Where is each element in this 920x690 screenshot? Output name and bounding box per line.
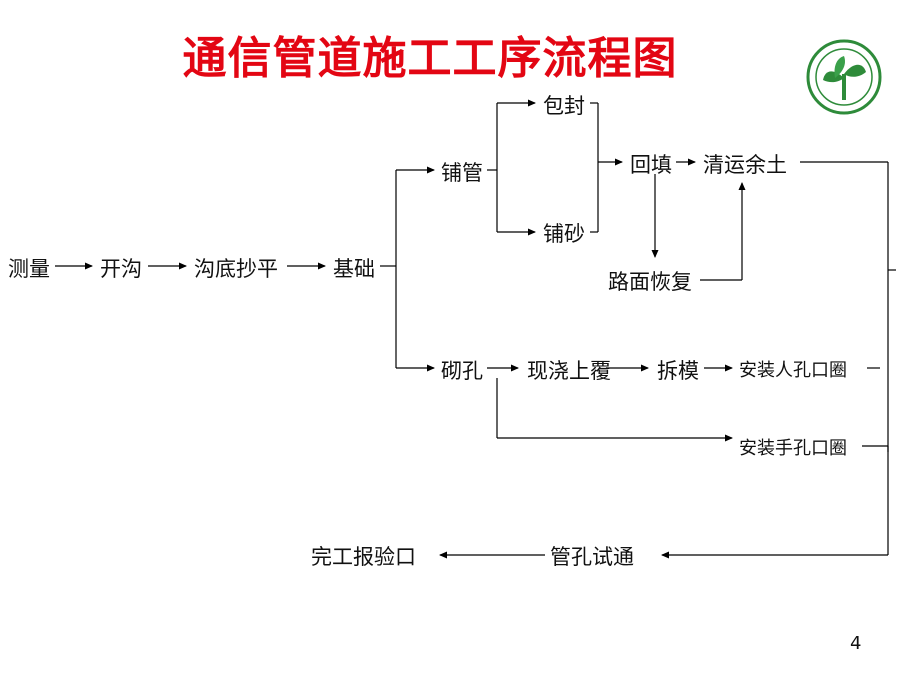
node-pusha: 铺砂 (543, 222, 585, 246)
sprout-logo-icon (806, 39, 882, 115)
node-celiang: 测量 (8, 257, 50, 281)
slide-title: 通信管道施工工序流程图 (182, 33, 678, 84)
node-qikong: 砌孔 (441, 359, 483, 383)
node-wangong: 完工报验口 (311, 545, 416, 569)
page-number: 4 (850, 633, 862, 654)
node-shitong: 管孔试通 (550, 545, 634, 569)
node-goudi: 沟底抄平 (194, 257, 278, 281)
node-lumian: 路面恢复 (608, 270, 692, 294)
node-jichu: 基础 (333, 257, 375, 281)
node-shoukong: 安装手孔口圈 (739, 438, 847, 459)
node-renkong: 安装人孔口圈 (739, 360, 847, 381)
node-qingyun: 清运余土 (703, 153, 787, 177)
node-huitian: 回填 (630, 153, 672, 177)
node-chaimo: 拆模 (657, 359, 699, 383)
node-kaigou: 开沟 (100, 257, 142, 281)
node-baofeng: 包封 (543, 94, 585, 118)
node-puguan: 铺管 (441, 161, 483, 185)
node-xianjiao: 现浇上覆 (527, 359, 611, 383)
